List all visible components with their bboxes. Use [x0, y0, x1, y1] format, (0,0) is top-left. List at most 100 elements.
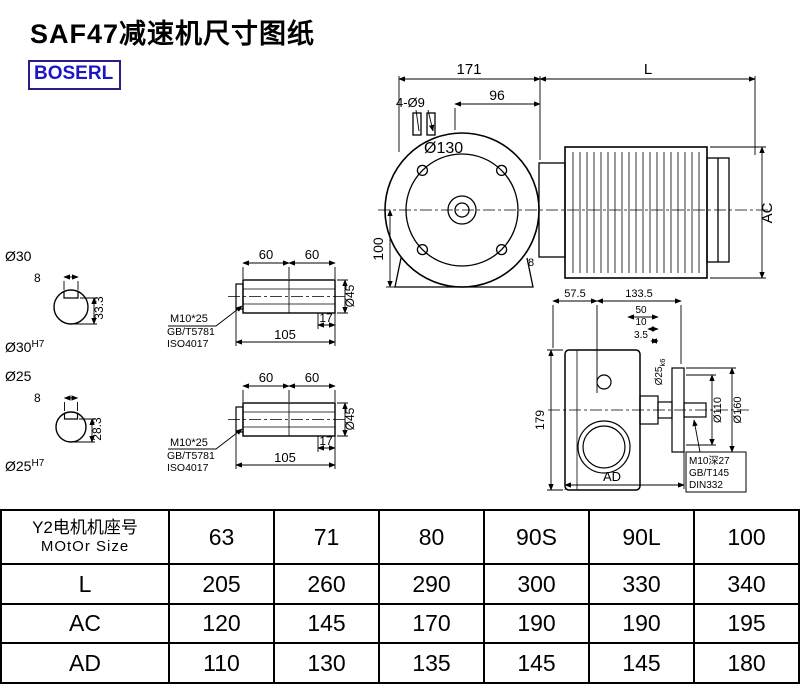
- shaft-stub: [683, 402, 707, 418]
- keyway: [63, 291, 79, 299]
- holes-4xd9-label: 4-Ø9: [396, 95, 425, 110]
- dim-8-label: 8: [528, 257, 534, 269]
- dim-171-label: 171: [456, 61, 481, 78]
- dia-45-label: Ø45: [343, 407, 357, 430]
- bolt-note-1: M10*25: [170, 313, 208, 325]
- table-row-AC: AC 120 145 170 190 190 195: [0, 602, 800, 645]
- bolt-note-2: GB/T5781: [167, 326, 215, 338]
- table-cell: 300: [483, 563, 590, 605]
- page-title: SAF47减速机尺寸图纸: [30, 19, 316, 49]
- bolt-note-1: M10*25: [170, 437, 208, 449]
- dim-10-label: 10: [635, 317, 647, 328]
- table-cell: 80: [378, 508, 485, 566]
- gearbox-base: [394, 257, 534, 288]
- dia-45-label: Ø45: [343, 284, 357, 307]
- key-depth-label: 33.3: [92, 296, 106, 320]
- dim-96-label: 96: [489, 87, 505, 103]
- tap-note-2: GB/T145: [689, 468, 729, 479]
- front-view-dimensions: [386, 76, 766, 288]
- table-cell: 145: [483, 642, 590, 684]
- keyway: [63, 412, 79, 420]
- key-depth-label: 28.3: [90, 417, 104, 441]
- row-label-AC: AC: [0, 602, 170, 645]
- side-view-drawing: [548, 349, 752, 493]
- table-cell: 135: [378, 642, 485, 684]
- table-row-header: Y2电机机座号 MOtOr Size 63 71 80 90S 90L 100: [0, 508, 800, 566]
- bolt-hole: [416, 164, 429, 177]
- dim-AD-label: AD: [603, 469, 621, 484]
- dim-50-label: 50: [635, 305, 647, 316]
- table-cell: 90L: [588, 508, 695, 566]
- mount-lug: [412, 112, 422, 136]
- dim-60-left-label: 60: [259, 370, 273, 385]
- dim-17-label: 17: [319, 434, 333, 448]
- key-width-label: 8: [34, 391, 41, 405]
- table-cell: 330: [588, 563, 695, 605]
- table-row-L: L 205 260 290 300 330 340: [0, 563, 800, 605]
- dim-17-label: 17: [319, 311, 333, 325]
- dim-60-right-label: 60: [305, 247, 319, 262]
- table-cell: 260: [273, 563, 380, 605]
- technical-drawing: 171 L 96 4-Ø9 Ø130 100 8 AC Ø30 8 33.3 Ø…: [5, 61, 776, 493]
- shaft-detail-upper: 60 60 17 105 Ø45 M10*25 GB/T5781 ISO4017: [167, 247, 357, 350]
- table-cell: 290: [378, 563, 485, 605]
- shaft-section-30: Ø30 8 33.3 Ø30H7: [5, 248, 106, 355]
- table-cell: 145: [273, 602, 380, 645]
- tap-note-3: DIN332: [689, 480, 723, 491]
- table-cell: 63: [168, 508, 275, 566]
- table-row-AD: AD 110 130 135 145 145 180: [0, 642, 800, 684]
- dim-AC-label: AC: [759, 202, 776, 223]
- table-cell: 190: [483, 602, 590, 645]
- table-cell: 130: [273, 642, 380, 684]
- table-cell: 205: [168, 563, 275, 605]
- dim-100-label: 100: [370, 237, 386, 261]
- front-view-labels: 171 L 96 4-Ø9 Ø130 100 8 AC: [370, 61, 776, 269]
- shaft-detail-lower: 60 60 17 105 Ø45 M10*25 GB/T5781 ISO4017: [167, 370, 357, 474]
- dim-105-label: 105: [274, 327, 296, 342]
- table-cell: 195: [693, 602, 800, 645]
- shaft-section-25: Ø25 8 28.3 Ø25H7: [5, 368, 104, 474]
- table-cell: 145: [588, 642, 695, 684]
- side-view-labels: 57.5 133.5 50 10 3.5 179 Ø25k6 Ø110 Ø160…: [533, 288, 744, 491]
- dim-57-5-label: 57.5: [564, 288, 585, 300]
- table-cell: 71: [273, 508, 380, 566]
- table-cell: 170: [378, 602, 485, 645]
- tap-note-1: M10深27: [689, 455, 730, 467]
- bore-fit-label: Ø25H7: [5, 458, 45, 474]
- table-cell: 110: [168, 642, 275, 684]
- shaft-dia-25-label: Ø25: [5, 368, 32, 384]
- bolt-note-3: ISO4017: [167, 462, 209, 474]
- table-cell: 340: [693, 563, 800, 605]
- dim-60-left-label: 60: [259, 247, 273, 262]
- bolt-hole: [416, 243, 429, 256]
- dim-L-label: L: [644, 61, 652, 78]
- table-cell: 120: [168, 602, 275, 645]
- bolt-note-3: ISO4017: [167, 338, 209, 350]
- dim-60-right-label: 60: [305, 370, 319, 385]
- table-cell: 190: [588, 602, 695, 645]
- table-cell: 100: [693, 508, 800, 566]
- row-label-L: L: [0, 563, 170, 605]
- motor-size-header-cell: Y2电机机座号 MOtOr Size: [0, 508, 170, 566]
- side-view-dimensions: [547, 298, 736, 491]
- dim-3-5-label: 3.5: [634, 330, 648, 341]
- shaft-dia-30-label: Ø30: [5, 248, 32, 264]
- motor-size-label-cn: Y2电机机座号: [32, 518, 138, 538]
- dia-160-label: Ø160: [732, 397, 744, 424]
- motor-size-label-en: MOtOr Size: [40, 538, 130, 556]
- bolt-hole: [495, 243, 508, 256]
- bolt-hole: [495, 164, 508, 177]
- dim-179-label: 179: [533, 410, 547, 430]
- dia-110-label: Ø110: [712, 397, 724, 423]
- key-width-label: 8: [34, 271, 41, 285]
- table-cell: 180: [693, 642, 800, 684]
- bore-fit-label: Ø30H7: [5, 339, 45, 355]
- dimension-table: Y2电机机座号 MOtOr Size 63 71 80 90S 90L 100 …: [0, 508, 800, 684]
- row-label-AD: AD: [0, 642, 170, 684]
- brand-logo: BOSERL: [28, 60, 122, 90]
- bolt-note-2: GB/T5781: [167, 450, 215, 462]
- dim-105-label: 105: [274, 450, 296, 465]
- shaft-dia-25k6-label: Ø25k6: [654, 359, 667, 386]
- table-cell: 90S: [483, 508, 590, 566]
- motor-fins: [572, 152, 700, 273]
